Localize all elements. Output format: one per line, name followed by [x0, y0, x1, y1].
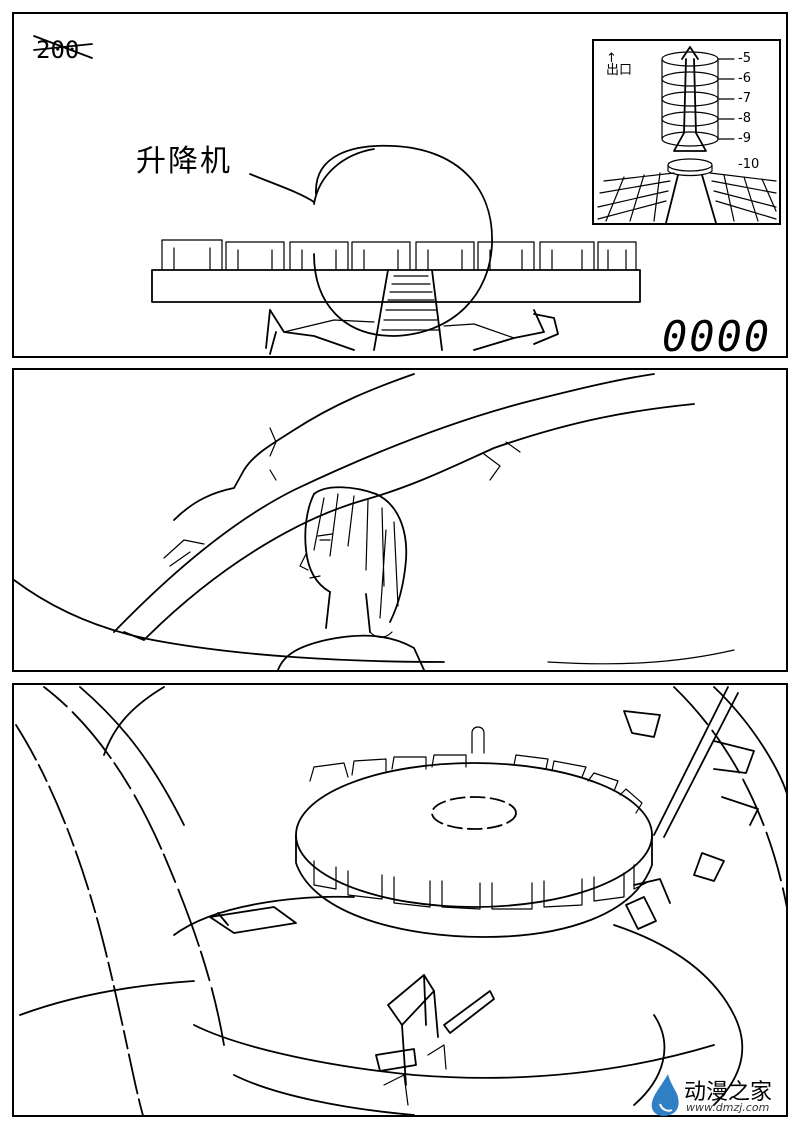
- elevator-depth-diagram: ↑ 出口 -5 -6 -7 -8 -9 -10: [592, 39, 781, 225]
- exit-label: ↑ 出口: [606, 51, 633, 78]
- depth-scale-7: -7: [738, 91, 751, 106]
- opening-drawing: [14, 373, 735, 670]
- depth-scale-8: -8: [738, 111, 751, 126]
- droplet-logo-icon: [651, 1074, 679, 1116]
- depth-scale-6: -6: [738, 71, 751, 86]
- counter-digits: 0000: [662, 312, 772, 358]
- depth-scale-5: -5: [738, 51, 751, 66]
- elevator-label: 升降机: [136, 144, 232, 179]
- elevator-drawing: [151, 144, 641, 355]
- panel-elevator: 200 升降机 0000 ↑ 出口 -5: [12, 12, 788, 358]
- platform-drawing: [15, 686, 786, 1115]
- panel-opening: 打开: [12, 368, 788, 672]
- scratch-strike: [33, 35, 93, 59]
- watermark-name: 动漫之家: [684, 1080, 773, 1105]
- site-watermark: 动漫之家 www.dmzj.com: [646, 1070, 796, 1120]
- depth-scale-9: -9: [738, 131, 751, 146]
- watermark-url: www.dmzj.com: [686, 1101, 770, 1114]
- depth-scale-10: -10: [738, 157, 760, 172]
- depth-diagram-drawing: [597, 46, 777, 223]
- panel-platform: [12, 683, 788, 1117]
